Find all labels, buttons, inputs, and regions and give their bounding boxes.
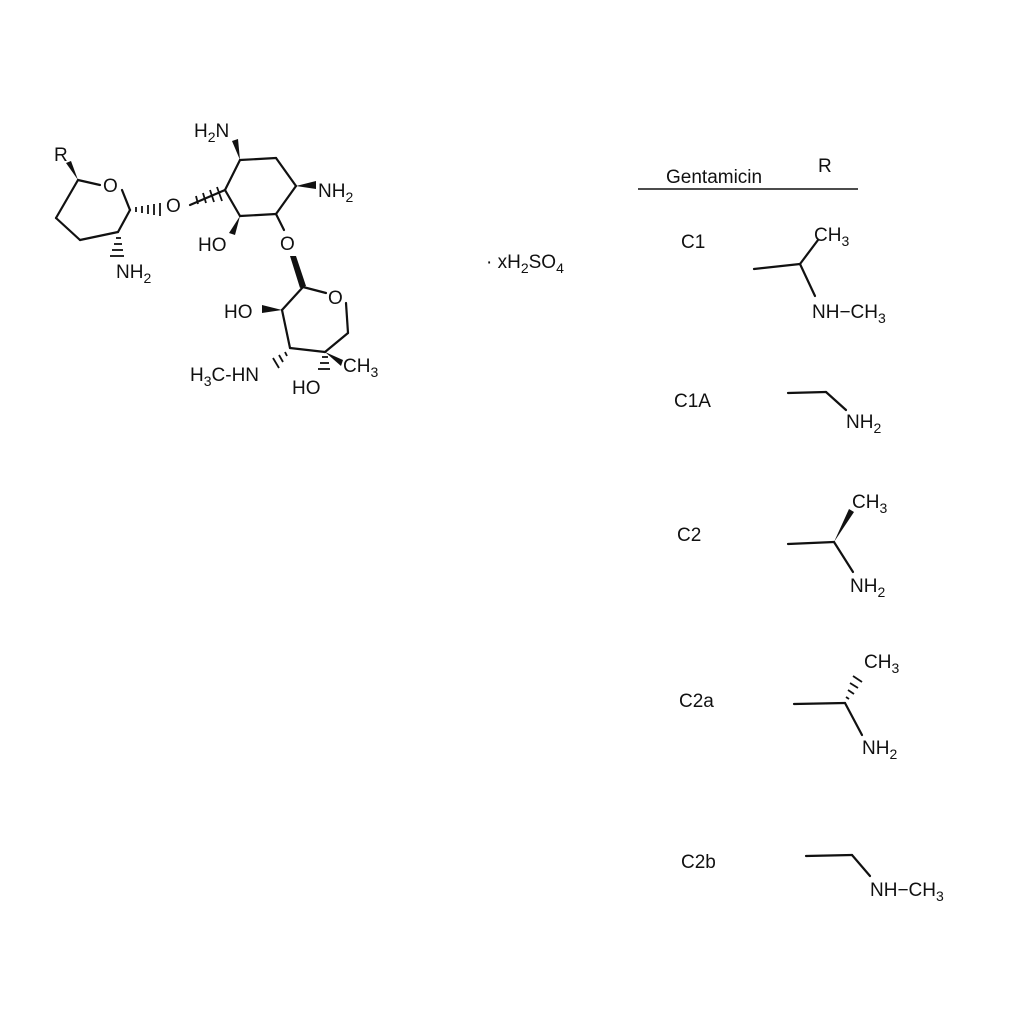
hydroxyl-lower-label: HO [224,302,253,323]
hashed-bond-o-link [135,203,161,216]
ring-oxygen-a: O [103,176,118,197]
link-oxygen-1: O [166,196,181,217]
header-gentamicin: Gentamicin [666,167,762,188]
hashed-bond-oh [318,356,330,370]
variant-table: Gentamicin R C1 CH3 NH−CH3 C1A NH2 C2 CH… [638,156,944,904]
amine-left-label: NH2 [116,262,151,286]
substituent-label: NH2 [850,576,885,600]
substituent-label: NH−CH3 [870,880,944,904]
hydroxyl-mid-label: HO [198,235,227,256]
row-c1: C1 CH3 NH−CH3 [681,225,886,326]
ring-oxygen-c: O [328,288,343,309]
amine-right-label: NH2 [318,181,353,205]
row-name: C2b [681,852,716,873]
hashed-bond-ring-b [195,186,223,205]
row-name: C1A [674,391,711,412]
row-c2a: C2a CH3 NH2 [679,652,899,762]
amine-top-label: H2N [194,121,229,145]
substituent-label: CH3 [864,652,899,676]
methylamino-label: H3C-HN [190,365,259,389]
row-name: C2a [679,691,714,712]
methyl-label: CH3 [343,356,378,380]
row-c2: C2 CH3 NH2 [677,492,887,600]
ring-a [54,161,161,257]
r-label: R [54,145,68,166]
substituent-label: NH−CH3 [812,302,886,326]
hashed-bond-nh [272,351,288,369]
sulfate-salt-label: · xH2SO4 [486,252,564,276]
substituent-label: CH3 [852,492,887,516]
hashed-bond-c2a [845,675,863,700]
row-c1a: C1A NH2 [674,390,881,436]
substituent-label: NH2 [862,738,897,762]
substituent-label: CH3 [814,225,849,249]
link-oxygen-2: O [280,234,295,255]
hashed-bond-nh2 [110,237,124,257]
gentamicin-structure: R O NH2 O [54,121,378,399]
header-r: R [818,156,832,177]
row-c2b: C2b NH−CH3 [681,852,944,904]
hydroxyl-bottom-label: HO [292,378,321,399]
ring-c [262,256,350,370]
substituent-label: NH2 [846,412,881,436]
row-name: C2 [677,525,701,546]
ring-b [188,139,316,235]
row-name: C1 [681,232,705,253]
